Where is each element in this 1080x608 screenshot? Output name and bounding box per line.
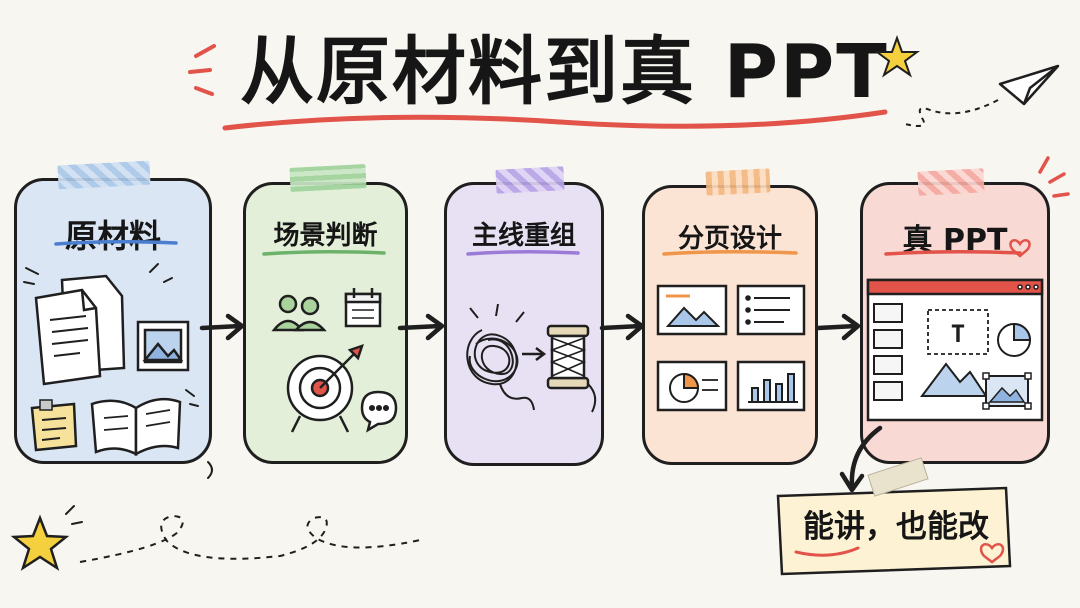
slide-thumbnail-icon bbox=[656, 284, 728, 336]
people-icon bbox=[271, 294, 327, 332]
note-paper bbox=[776, 486, 1012, 576]
target-icon bbox=[286, 344, 364, 433]
paper-plane-icon bbox=[998, 64, 1060, 106]
slide-thumbnail-icon bbox=[736, 360, 806, 412]
star-icon-top bbox=[874, 35, 920, 78]
note-text: 能讲，也能改 bbox=[803, 509, 989, 545]
ppt-window-icon: T bbox=[866, 278, 1044, 422]
step-label: 分页设计 bbox=[677, 224, 782, 254]
step-label: 场景判断 bbox=[273, 221, 378, 251]
image-frame-icon bbox=[136, 320, 190, 372]
curved-arrow-icon bbox=[839, 425, 883, 493]
dashed-trail bbox=[79, 514, 421, 563]
svg-text:T: T bbox=[951, 320, 965, 348]
step-label: 主线重组 bbox=[471, 221, 576, 251]
open-book-icon bbox=[90, 397, 182, 457]
heart-icon bbox=[1009, 239, 1031, 258]
title-spark-left bbox=[188, 44, 216, 96]
step-card-storyline: 主线重组 bbox=[444, 182, 604, 466]
sticky-note-icon bbox=[30, 399, 78, 452]
star-spark bbox=[65, 505, 83, 525]
thread-spool-icon bbox=[546, 324, 597, 413]
note-tape bbox=[867, 457, 929, 497]
label-underline bbox=[662, 249, 798, 256]
title-underline bbox=[222, 109, 888, 131]
flow-arrow-icon bbox=[599, 313, 645, 341]
arrow-right-small-icon bbox=[522, 347, 547, 361]
document-stack-icon bbox=[34, 274, 126, 386]
slide-thumbnail-icon bbox=[656, 360, 728, 412]
calendar-icon bbox=[344, 288, 382, 328]
label-underline bbox=[262, 249, 386, 256]
flow-arrow-icon bbox=[199, 313, 245, 341]
spark-marks bbox=[1038, 156, 1070, 198]
note-underline bbox=[794, 546, 860, 557]
slide-thumbnail-icon bbox=[736, 284, 806, 336]
heart-icon-note bbox=[979, 543, 1005, 564]
label-underline bbox=[466, 249, 580, 256]
label-underline bbox=[54, 239, 178, 246]
tangled-thread-icon bbox=[466, 303, 535, 411]
step-label: 原材料 bbox=[64, 217, 161, 255]
star-icon-bottom bbox=[10, 514, 70, 571]
flow-arrow-icon bbox=[815, 313, 861, 341]
doodle-marks bbox=[23, 263, 213, 479]
page-title: 从原材料到真 PPT bbox=[240, 29, 889, 115]
label-underline bbox=[884, 249, 1022, 256]
flow-arrow-icon bbox=[397, 313, 445, 341]
chat-bubble-icon bbox=[360, 390, 398, 433]
